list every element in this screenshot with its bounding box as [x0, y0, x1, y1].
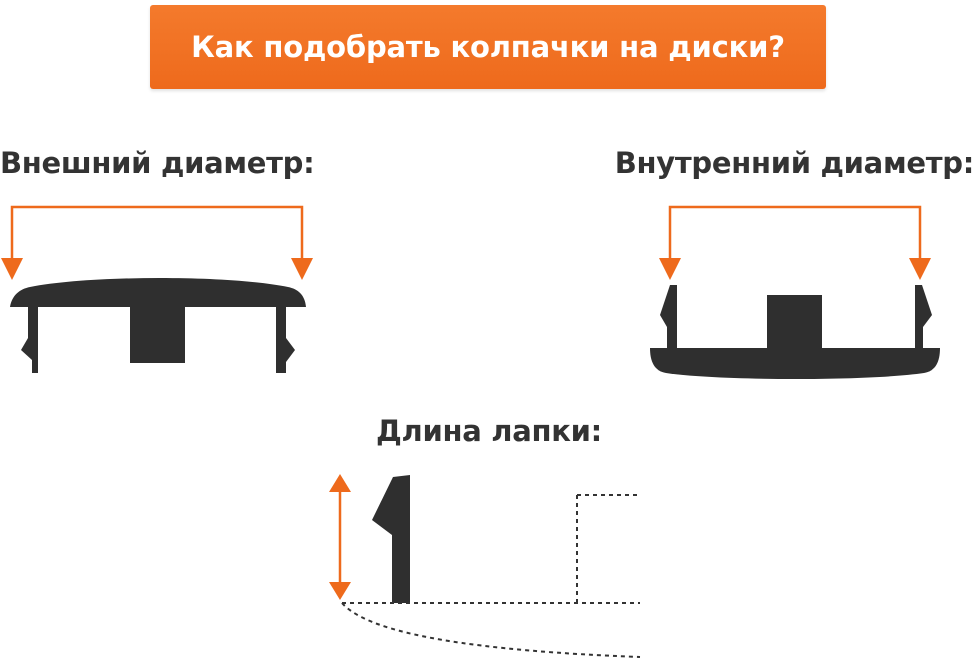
cap-cross-section-outer — [10, 278, 306, 373]
vertical-double-arrow — [329, 474, 351, 600]
tab-shape — [372, 475, 410, 603]
inner-diameter-bracket-arrow — [659, 205, 931, 280]
cap-cross-section-inner — [650, 285, 940, 379]
outer-diameter-bracket-arrow — [1, 205, 313, 280]
inner-diameter-label: Внутренний диаметр: — [614, 146, 975, 180]
title-banner: Как подобрать колпачки на диски? — [150, 5, 826, 89]
dashed-guides — [341, 494, 641, 658]
page-title: Как подобрать колпачки на диски? — [191, 30, 785, 64]
tab-length-label: Длина лапки: — [376, 414, 602, 448]
inner-diameter-diagram — [650, 205, 940, 379]
outer-diameter-label: Внешний диаметр: — [0, 146, 315, 180]
outer-diameter-diagram — [1, 205, 313, 373]
tab-length-diagram — [329, 474, 641, 658]
